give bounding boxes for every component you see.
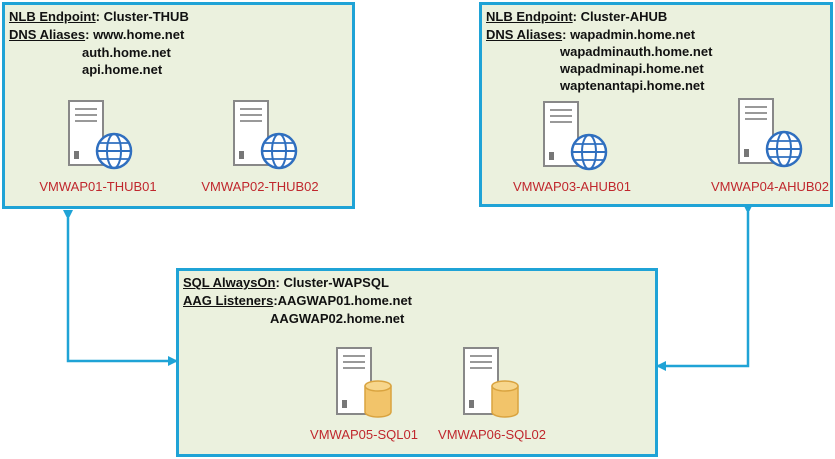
sql-listener: AAGWAP01.home.net — [277, 293, 413, 308]
thub-alias: www.home.net — [93, 27, 185, 42]
ahub-alias: wapadmin.home.net — [570, 27, 696, 42]
thub-endpoint-line: NLB Endpoint: Cluster-THUB — [9, 9, 189, 24]
server-globe-icon — [737, 97, 803, 174]
ahub-endpoint-label: NLB Endpoint — [486, 9, 573, 24]
thub-aliases-line: DNS Aliases: www.home.net — [9, 27, 185, 42]
thub-alias: auth.home.net — [82, 45, 171, 60]
server-name-thub01: VMWAP01-THUB01 — [39, 179, 157, 194]
thub-cluster-panel: NLB Endpoint: Cluster-THUB DNS Aliases: … — [2, 2, 355, 209]
server-globe-icon — [232, 99, 298, 176]
thub-endpoint-value: Cluster-THUB — [103, 9, 189, 24]
server-database-icon — [335, 346, 395, 425]
connector-thub-sql — [63, 210, 178, 366]
server-name-ahub01: VMWAP03-AHUB01 — [513, 179, 631, 194]
sql-cluster-label: SQL AlwaysOn — [183, 275, 276, 290]
connector-ahub-sql — [656, 204, 753, 371]
server-globe-icon — [542, 100, 608, 177]
sql-cluster-value: Cluster-WAPSQL — [283, 275, 389, 290]
ahub-endpoint-value: Cluster-AHUB — [580, 9, 668, 24]
server-globe-icon — [67, 99, 133, 176]
thub-endpoint-label: NLB Endpoint — [9, 9, 96, 24]
server-name-thub02: VMWAP02-THUB02 — [201, 179, 319, 194]
ahub-aliases-line: DNS Aliases: wapadmin.home.net — [486, 27, 696, 42]
sql-listeners-label: AAG Listeners — [183, 293, 274, 308]
ahub-alias: wapadminauth.home.net — [560, 44, 713, 59]
server-database-icon — [462, 346, 522, 425]
ahub-alias: wapadminapi.home.net — [560, 61, 704, 76]
server-name-sql02: VMWAP06-SQL02 — [438, 427, 546, 442]
ahub-endpoint-line: NLB Endpoint: Cluster-AHUB — [486, 9, 668, 24]
server-name-sql01: VMWAP05-SQL01 — [310, 427, 418, 442]
sql-listener: AAGWAP02.home.net — [270, 311, 405, 326]
sql-listeners-line: AAG Listeners:AAGWAP01.home.net — [183, 293, 413, 308]
ahub-alias: waptenantapi.home.net — [560, 78, 705, 93]
thub-aliases-label: DNS Aliases — [9, 27, 86, 42]
server-name-ahub02: VMWAP04-AHUB02 — [711, 179, 829, 194]
sql-cluster-line: SQL AlwaysOn: Cluster-WAPSQL — [183, 275, 389, 290]
thub-alias: api.home.net — [82, 62, 163, 77]
ahub-cluster-panel: NLB Endpoint: Cluster-AHUB DNS Aliases: … — [479, 2, 833, 207]
ahub-aliases-label: DNS Aliases — [486, 27, 563, 42]
sql-cluster-panel: SQL AlwaysOn: Cluster-WAPSQL AAG Listene… — [176, 268, 658, 457]
